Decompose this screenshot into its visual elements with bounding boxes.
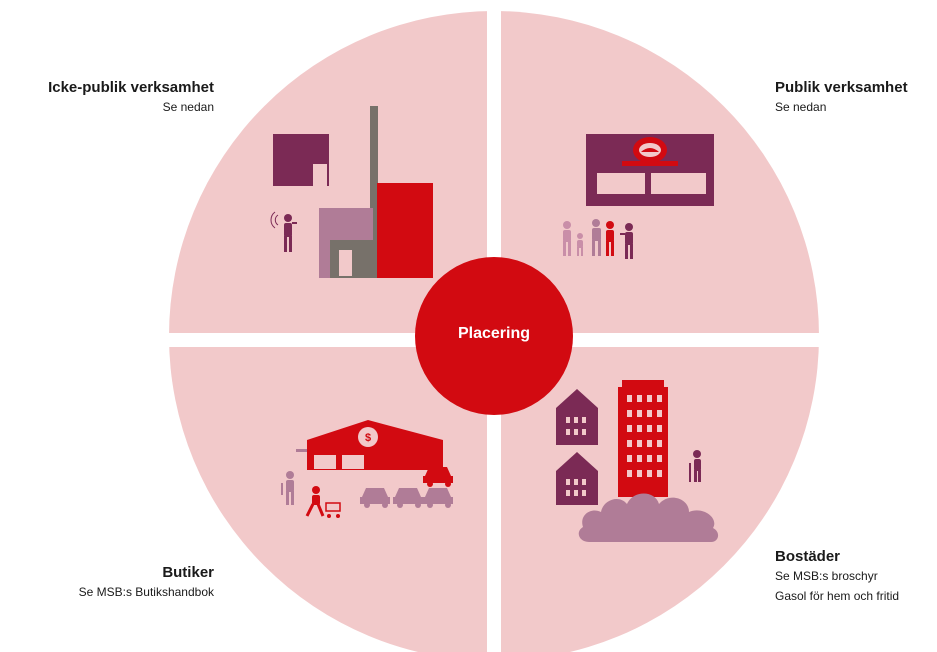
quadrant-subtitle: Se nedan <box>775 100 827 114</box>
house-icon-upper <box>556 389 598 445</box>
quadrant-label-shops: Butiker Se MSB:s Butikshandbok <box>40 563 214 602</box>
restaurant-building-icon <box>586 134 714 206</box>
quadrant-label-public: Publik verksamhet Se nedan <box>775 78 935 117</box>
family-group-icon <box>563 219 633 259</box>
apartment-tower-icon <box>618 380 668 497</box>
quadrant-subtitle: Se nedan <box>162 100 214 114</box>
center-circle <box>415 257 573 415</box>
house-icon-lower <box>556 452 598 505</box>
quadrant-subtitle-line1: Se MSB:s broschyr <box>775 569 878 583</box>
shopper-with-cart-icon <box>305 486 341 518</box>
quadrant-label-non-public: Icke-publik verksamhet Se nedan <box>10 78 214 117</box>
tree-cloud-icon <box>578 493 719 542</box>
center-label: Placering <box>457 325 531 342</box>
industrial-building-icon <box>273 106 433 278</box>
quadrant-subtitle: Se MSB:s Butikshandbok <box>78 585 214 599</box>
elderly-person-icon <box>689 450 701 482</box>
quadrant-title: Icke-publik verksamhet <box>48 79 214 96</box>
car-icons <box>360 488 453 508</box>
quadrant-title: Butiker <box>162 564 214 581</box>
shop-building-icon <box>296 420 443 470</box>
person-standing-icon <box>281 471 294 505</box>
quadrant-title: Bostäder <box>775 548 841 565</box>
quadrant-title: Publik verksamhet <box>775 79 908 96</box>
car-red-icon <box>423 467 453 487</box>
person-phone-icon <box>270 211 297 252</box>
quadrant-subtitle-line2: Gasol för hem och fritid <box>775 589 900 603</box>
dollar-sign-icon: $ <box>365 432 371 444</box>
quadrant-label-housing: Bostäder Se MSB:s broschyr Gasol för hem… <box>775 547 937 606</box>
